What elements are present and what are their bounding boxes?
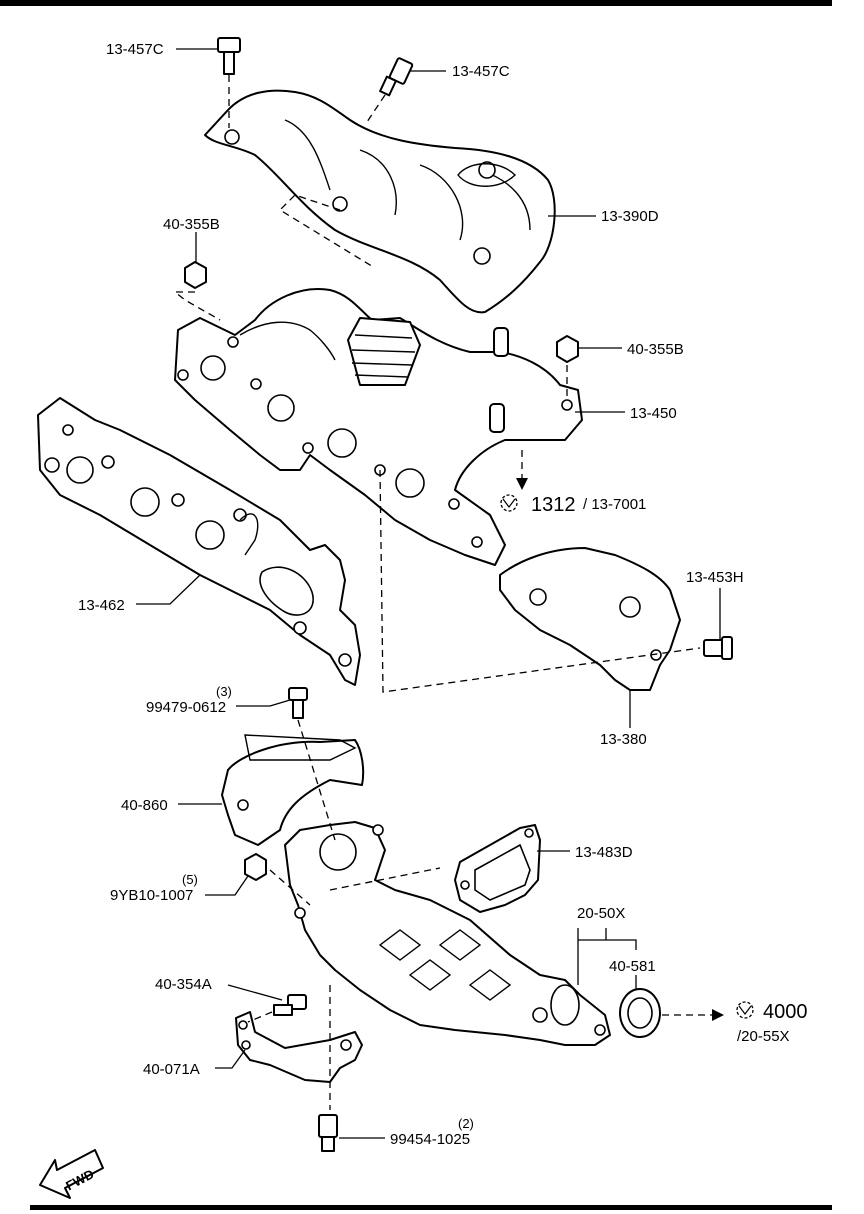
bolt-99479-0612 — [288, 687, 308, 719]
bolt-99454-1025 — [318, 1114, 338, 1152]
nut-40-355b-a — [184, 261, 207, 289]
ref-symbol-1312 — [500, 494, 518, 512]
label-40-860: 40-860 — [121, 797, 168, 814]
label-99454-1025: 99454-1025 — [390, 1131, 470, 1148]
stud-bolt — [703, 636, 733, 660]
fwd-arrow-icon: FWD — [39, 1149, 104, 1199]
label-9yb10-1007: 9YB10-1007 — [110, 887, 193, 904]
catalytic-converter — [284, 821, 611, 1046]
exhaust-manifold — [174, 288, 583, 566]
label-13-483d: 13-483D — [575, 844, 633, 861]
ref-symbol-4000 — [736, 1001, 754, 1019]
label-qty-0612: (3) — [216, 684, 232, 699]
label-13-457c-a: 13-457C — [106, 41, 164, 58]
label-13-457c-b: 13-457C — [452, 63, 510, 80]
bolt-40-354a — [273, 994, 307, 1016]
label-ref-1312-sub: / 13-7001 — [583, 496, 646, 513]
gasket-ring — [619, 988, 661, 1038]
bolt-13-457c-b — [379, 57, 414, 97]
label-13-453h: 13-453H — [686, 569, 744, 586]
label-qty-1025: (2) — [458, 1116, 474, 1131]
nut-40-355b-b — [556, 335, 579, 363]
manifold-bracket — [499, 547, 681, 691]
converter-bracket — [235, 1011, 363, 1083]
label-ref-4000-sub: /20-55X — [737, 1028, 790, 1045]
label-40-355b-b: 40-355B — [627, 341, 684, 358]
label-qty-1007: (5) — [182, 872, 198, 887]
heat-insulator-lower — [221, 734, 365, 846]
top-border — [0, 0, 832, 6]
manifold-gasket — [37, 397, 361, 686]
label-40-581: 40-581 — [609, 958, 656, 975]
label-ref-1312: 1312 — [531, 494, 576, 516]
label-13-390d: 13-390D — [601, 208, 659, 225]
ref-arrowhead-4000 — [712, 1009, 724, 1021]
label-20-50x: 20-50X — [577, 905, 625, 922]
heat-insulator-upper — [204, 89, 556, 314]
label-ref-4000: 4000 — [763, 1001, 808, 1023]
bolt-13-457c-a — [217, 37, 241, 75]
label-13-462: 13-462 — [78, 597, 125, 614]
label-99479-0612: 99479-0612 — [146, 699, 226, 716]
ref-arrowhead-1312 — [516, 478, 528, 490]
bottom-border — [30, 1205, 832, 1210]
converter-gasket — [454, 824, 541, 913]
label-40-071a: 40-071A — [143, 1061, 200, 1078]
label-13-380: 13-380 — [600, 731, 647, 748]
label-40-354a: 40-354A — [155, 976, 212, 993]
alignment-lines — [173, 75, 715, 1110]
leader-lines — [136, 48, 721, 1139]
label-40-355b-a: 40-355B — [163, 216, 220, 233]
nut-9yb10-1007 — [244, 853, 267, 881]
label-13-450: 13-450 — [630, 405, 677, 422]
